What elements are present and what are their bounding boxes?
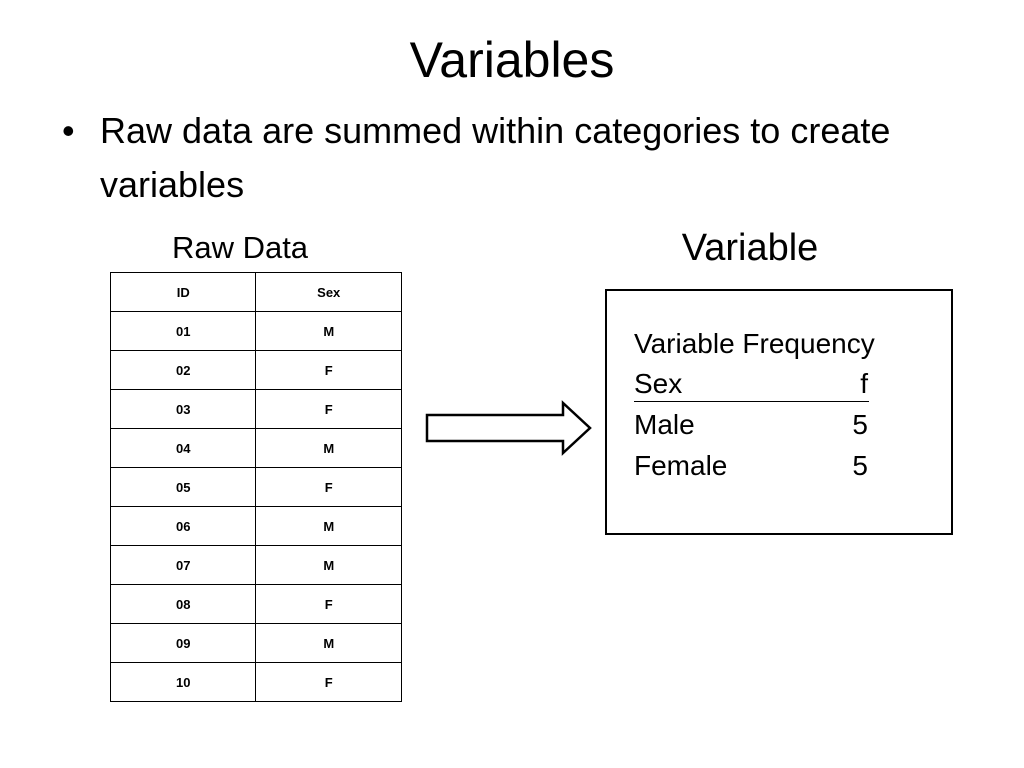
cell-sex: M (255, 506, 402, 546)
sex-column-header: Sex (634, 368, 683, 399)
table-row: 02 F (109, 350, 402, 390)
table-row: 08 F (109, 584, 402, 624)
table-row: 10 F (109, 662, 402, 702)
right-arrow-icon (425, 400, 592, 456)
table-row: 04 M (109, 428, 402, 468)
table-row: 09 M (109, 623, 402, 663)
category-label: Female (634, 450, 728, 481)
variable-heading: Variable (681, 227, 819, 269)
cell-id: 01 (109, 311, 257, 351)
table-header-row: ID Sex (109, 272, 402, 312)
cell-sex: M (255, 623, 402, 663)
cell-sex: F (255, 584, 402, 624)
table-row: 01 M (109, 311, 402, 351)
frequency-value: 5 (852, 450, 868, 481)
cell-sex: M (255, 311, 402, 351)
table-row: 06 M (109, 506, 402, 546)
table-row: 05 F (109, 467, 402, 507)
frequency-value: 5 (852, 409, 868, 440)
cell-sex: M (255, 428, 402, 468)
cell-id: 08 (109, 584, 257, 624)
cell-sex: F (255, 389, 402, 429)
header-cell-sex: Sex (255, 272, 402, 312)
variable-frequency-box: Variable Frequency Sex f Male 5 Female 5 (605, 289, 953, 535)
cell-id: 09 (109, 623, 257, 663)
category-label: Male (634, 409, 695, 440)
cell-id: 02 (109, 350, 257, 390)
slide-title: Variables (409, 32, 615, 88)
cell-id: 05 (109, 467, 257, 507)
cell-id: 04 (109, 428, 257, 468)
header-cell-id: ID (109, 272, 257, 312)
cell-id: 03 (109, 389, 257, 429)
table-row: 07 M (109, 545, 402, 585)
variable-frequency-title: Variable Frequency (634, 328, 875, 359)
cell-sex: M (255, 545, 402, 585)
cell-id: 06 (109, 506, 257, 546)
bullet-dot: • (62, 110, 75, 151)
raw-data-heading: Raw Data (171, 230, 309, 265)
frequency-column-header: f (860, 368, 868, 399)
cell-id: 07 (109, 545, 257, 585)
frequency-header-row: Sex f (634, 365, 869, 402)
cell-sex: F (255, 467, 402, 507)
raw-data-table: ID Sex 01 M 02 F 03 F 04 M 05 F (109, 272, 402, 702)
bullet-text: Raw data are summed within categories to… (100, 110, 891, 205)
cell-sex: F (255, 350, 402, 390)
table-row: 03 F (109, 389, 402, 429)
cell-id: 10 (109, 662, 257, 702)
cell-sex: F (255, 662, 402, 702)
